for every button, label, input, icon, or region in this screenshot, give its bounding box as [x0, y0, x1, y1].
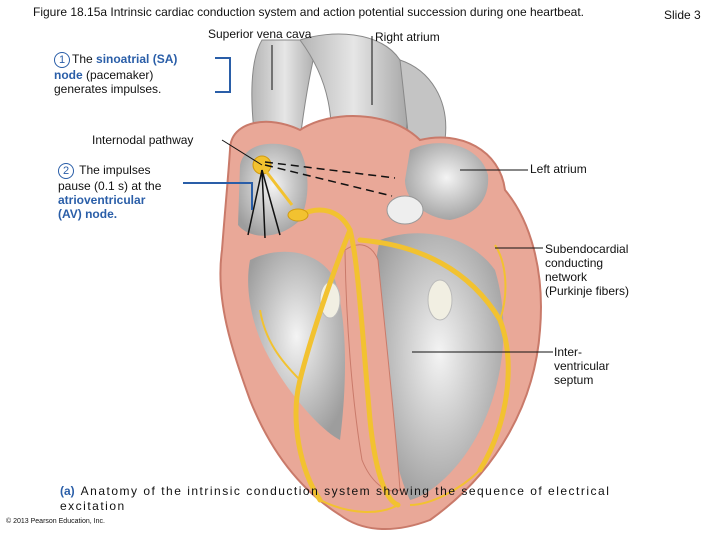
step-2: 2 The impulses pause (0.1 s) at the atri…	[58, 163, 162, 221]
label-superior-vena-cava: Superior vena cava	[208, 27, 312, 41]
av-node	[287, 208, 309, 222]
label-left-atrium: Left atrium	[530, 162, 587, 176]
step-number-badge: 1	[54, 52, 70, 68]
left-atrium-chamber	[405, 143, 489, 220]
label-subendocardial: Subendocardial conducting network (Purki…	[545, 242, 630, 298]
slide-number: Slide 3	[664, 8, 701, 22]
figure-title: Figure 18.15a Intrinsic cardiac conducti…	[33, 5, 584, 19]
caption-letter: (a)	[60, 484, 75, 498]
label-right-atrium: Right atrium	[375, 30, 440, 44]
internodal-arrows	[247, 161, 396, 239]
step-number-badge: 2	[58, 163, 74, 179]
right-atrium-chamber	[238, 143, 308, 236]
caption-text: Anatomy of the intrinsic conduction syst…	[60, 484, 611, 513]
label-interventricular-septum: Inter- ventricular septum	[554, 345, 610, 387]
valve	[386, 195, 424, 225]
left-ventricle	[375, 233, 504, 500]
figure-caption: (a)Anatomy of the intrinsic conduction s…	[60, 484, 640, 514]
label-internodal-pathway: Internodal pathway	[92, 133, 194, 147]
copyright: © 2013 Pearson Education, Inc.	[6, 518, 105, 525]
